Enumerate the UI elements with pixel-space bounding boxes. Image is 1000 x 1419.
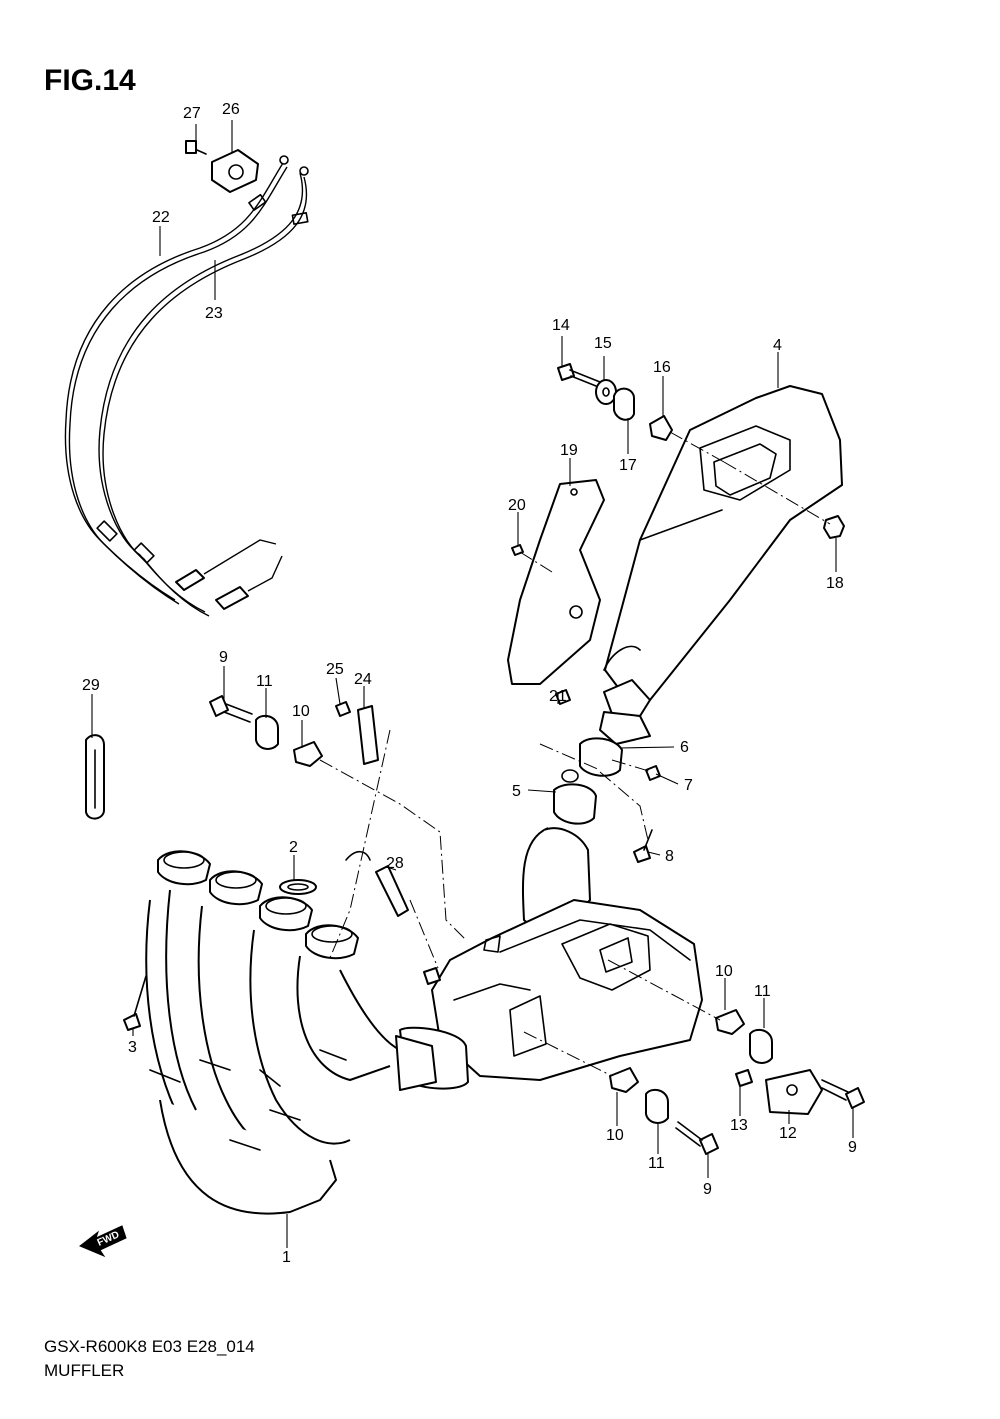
callout-27: 27 (183, 105, 201, 122)
callout-3: 3 (128, 1039, 137, 1056)
callout-leaders (91, 120, 854, 1248)
callout-9-right: 9 (848, 1139, 857, 1156)
callout-9-lower: 9 (703, 1181, 712, 1198)
callout-14: 14 (552, 317, 570, 334)
rubber-hanger (85, 734, 105, 820)
callout-17: 17 (619, 457, 637, 474)
muffler-body (599, 385, 843, 745)
cable-pulley-and-bolt (185, 140, 259, 193)
figure-code: GSX-R600K8 E03 E28_014 (44, 1337, 255, 1356)
callout-28: 28 (386, 855, 404, 872)
exhaust-control-cables (64, 155, 309, 617)
muffler-mount-hardware (511, 363, 845, 556)
callout-24: 24 (354, 671, 372, 688)
gasket-and-stud (123, 879, 317, 1031)
callout-26: 26 (222, 101, 240, 118)
callout-2: 2 (289, 839, 298, 856)
lower-mount-hardware (209, 695, 865, 1155)
callout-1: 1 (282, 1249, 291, 1266)
callout-25: 25 (326, 661, 344, 678)
bracket-and-sensor (335, 701, 409, 917)
callout-labels: 27 26 22 23 14 15 16 17 4 18 19 20 21 6 … (82, 101, 857, 1266)
heat-shield (507, 479, 605, 685)
figure-title: FIG.14 (44, 64, 136, 97)
callout-19: 19 (560, 442, 578, 459)
callout-11-right: 11 (754, 983, 771, 1000)
callout-22: 22 (152, 209, 170, 226)
callout-10-upper: 10 (292, 703, 310, 720)
callout-11-lower: 11 (648, 1155, 665, 1172)
callout-4: 4 (773, 337, 782, 354)
alignment-lines (319, 431, 831, 1077)
callout-13: 13 (730, 1117, 748, 1134)
callout-15: 15 (594, 335, 612, 352)
exhaust-header-pipes (145, 850, 437, 1215)
callout-16: 16 (653, 359, 671, 376)
callout-23: 23 (205, 305, 223, 322)
fwd-arrow-icon: FWD (79, 1225, 127, 1258)
callout-8: 8 (665, 848, 674, 865)
callout-20: 20 (508, 497, 526, 514)
callout-11-upper: 11 (256, 673, 273, 690)
callout-18: 18 (826, 575, 844, 592)
callout-5: 5 (512, 783, 521, 800)
callout-10-lower: 10 (606, 1127, 624, 1144)
callout-29: 29 (82, 677, 100, 694)
callout-12: 12 (779, 1125, 797, 1142)
callout-9-upper: 9 (219, 649, 228, 666)
figure-name: MUFFLER (44, 1361, 124, 1380)
callout-6: 6 (680, 739, 689, 756)
exhaust-chamber (399, 827, 703, 1090)
callout-7: 7 (684, 777, 693, 794)
callout-21: 21 (549, 688, 567, 705)
callout-10-right: 10 (715, 963, 733, 980)
